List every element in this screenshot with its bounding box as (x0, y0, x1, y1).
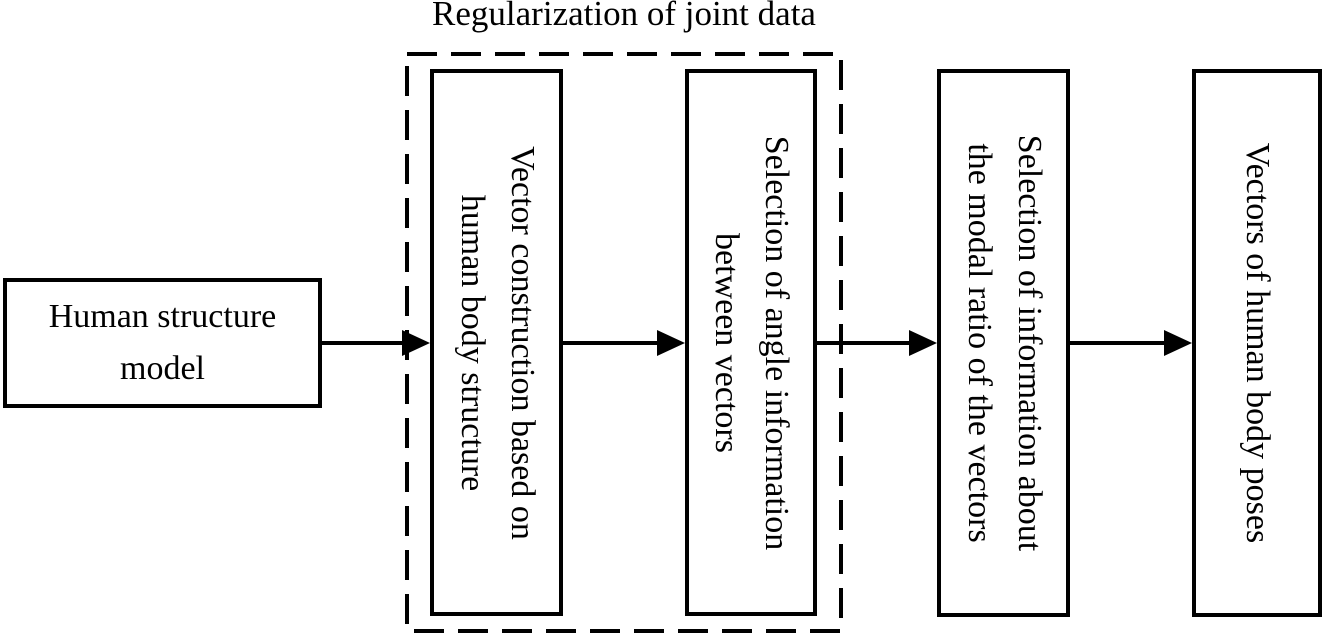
group-title: Regularization of joint data (432, 0, 816, 33)
node-text: Vectors of human body poses (1232, 143, 1282, 543)
node-text-line: Vectors of human body poses (1239, 142, 1276, 544)
arrowhead-icon (1164, 330, 1192, 356)
node-text-line: Vector construction based on (503, 145, 541, 540)
node-text-line: Selection of information about (1010, 134, 1048, 552)
node-text-line: model (120, 350, 205, 387)
arrow-vector-to-angle (563, 330, 685, 356)
arrowhead-icon (909, 330, 937, 356)
node-text: Vector construction based on human body … (447, 146, 547, 540)
arrowhead-icon (402, 330, 430, 356)
arrowhead-icon (657, 330, 685, 356)
node-vector-construction: Vector construction based on human body … (430, 69, 563, 616)
node-text: Selection of information about the modal… (954, 135, 1054, 551)
node-angle-information: Selection of angle information between v… (685, 69, 817, 616)
node-modal-ratio-selection: Selection of information about the modal… (937, 69, 1070, 617)
node-text-line: human body structure (453, 194, 491, 491)
node-pose-vectors: Vectors of human body poses (1192, 69, 1322, 617)
arrow-modal-to-poses (1070, 330, 1192, 356)
node-human-structure-model: Human structure model (3, 278, 322, 408)
node-text: Selection of angle information between v… (701, 135, 801, 550)
node-text-line: Selection of angle information (758, 135, 795, 550)
node-text: Human structure model (7, 282, 318, 404)
arrow-angle-to-modal (817, 330, 937, 356)
node-text-line: Human structure (48, 298, 277, 335)
arrow-model-to-vector (322, 330, 430, 356)
node-text-line: the modal ratio of the vectors (960, 143, 998, 543)
node-text-line: between vectors (708, 232, 745, 453)
